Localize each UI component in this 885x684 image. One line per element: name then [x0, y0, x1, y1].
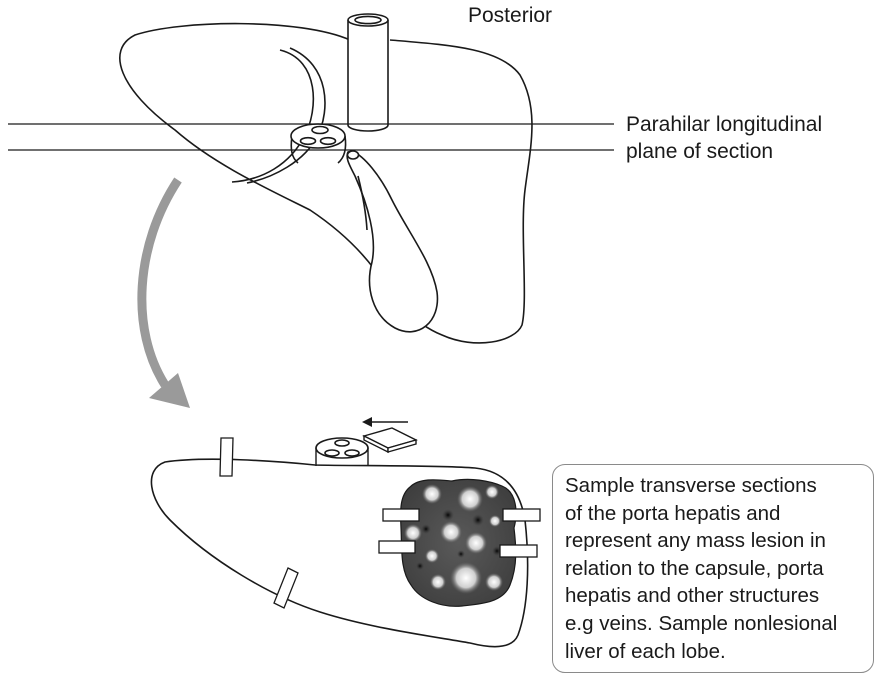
liver-inner-fissure-2 [247, 48, 325, 183]
lesion-sample-right-bottom [500, 545, 537, 557]
note-line: relation to the capsule, porta [565, 555, 865, 583]
liver-outline [120, 24, 532, 343]
direction-arrow [362, 417, 408, 427]
tissue-block [364, 428, 416, 452]
mass-lesion [401, 479, 516, 606]
note-line: hepatis and other structures [565, 582, 865, 610]
porta-hepatis [291, 124, 346, 163]
liver-inner-fissure [232, 50, 313, 182]
note-line: Sample transverse sections [565, 472, 865, 500]
slice-porta-hepatis [316, 438, 368, 466]
note-line: liver of each lobe. [565, 638, 865, 666]
posterior-label: Posterior [468, 4, 552, 27]
lesion-sample-left-top [383, 509, 419, 521]
capsule-sample-top [220, 438, 233, 476]
note-line: represent any mass lesion in [565, 527, 865, 555]
transition-arrowhead [149, 373, 190, 408]
instruction-note-box: Sample transverse sections of the porta … [552, 464, 874, 673]
transition-arrow-shaft [142, 180, 178, 385]
note-line: e.g veins. Sample nonlesional [565, 610, 865, 638]
lesion-sample-right-top [503, 509, 540, 521]
vena-cava [348, 14, 388, 131]
note-line: of the porta hepatis and [565, 500, 865, 528]
gallbladder [347, 151, 437, 332]
plane-label-line2: plane of section [626, 140, 773, 163]
transition-arrow [142, 180, 190, 408]
plane-label-line1: Parahilar longitudinal [626, 113, 822, 136]
lesion-sample-left-bottom [379, 541, 415, 553]
upper-liver [120, 14, 532, 343]
